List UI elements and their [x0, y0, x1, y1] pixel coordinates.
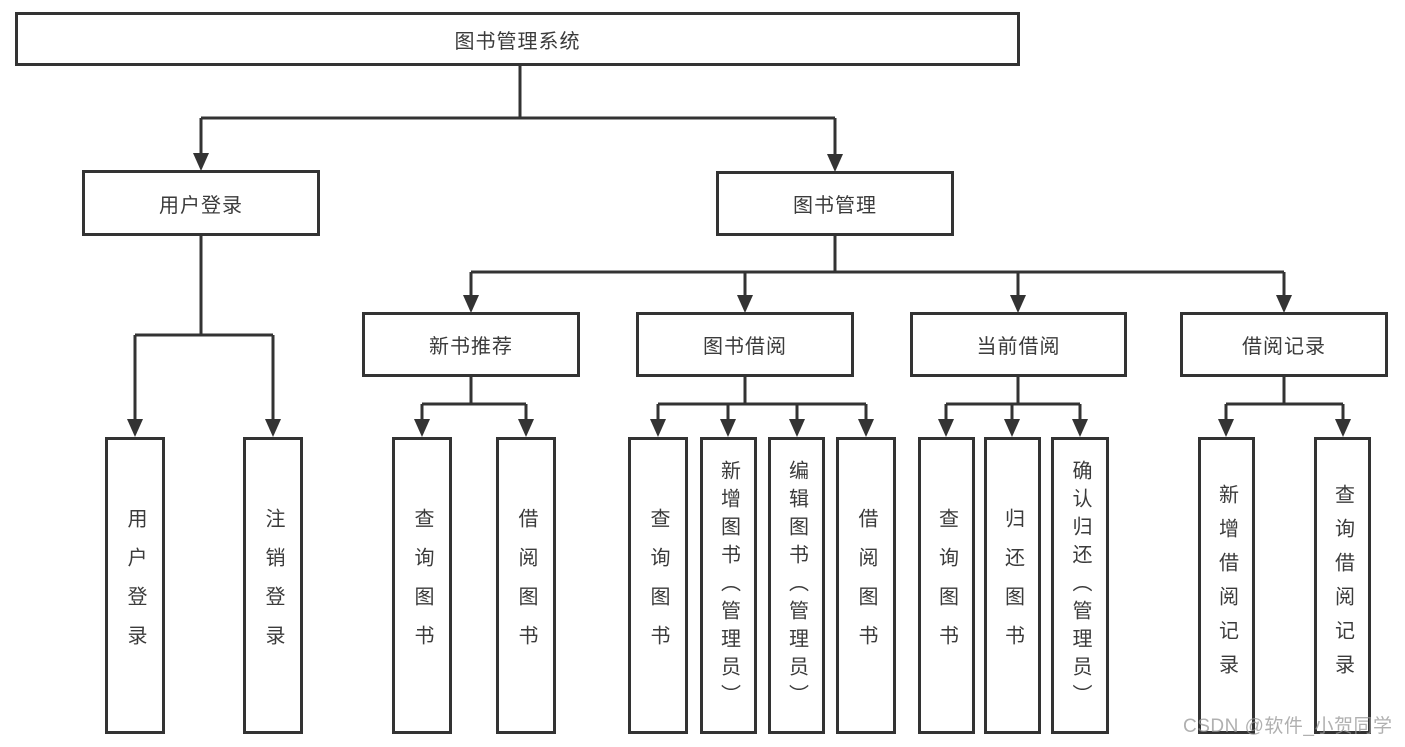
leaf-add-borrow-record: 新增借阅记录	[1198, 437, 1255, 734]
node-current-borrow: 当前借阅	[910, 312, 1127, 377]
node-label: 编辑图书（管理员）	[785, 459, 808, 712]
node-book-management: 图书管理	[716, 171, 954, 236]
node-label: 图书管理系统	[454, 30, 581, 53]
leaf-add-books-admin: 新增图书（管理员）	[700, 437, 757, 734]
arrowheads	[127, 153, 1351, 437]
node-label: 确认归还（管理员）	[1069, 459, 1091, 712]
node-label: 归还图书	[1001, 507, 1024, 664]
leaf-query-books-recommend: 查询图书	[392, 437, 452, 734]
leaf-borrow-books: 借阅图书	[836, 437, 896, 734]
node-book-borrow: 图书借阅	[636, 312, 854, 377]
node-label: 新增图书（管理员）	[717, 459, 740, 712]
node-new-book-recommend: 新书推荐	[362, 312, 580, 377]
node-label: 图书借阅	[703, 336, 787, 358]
node-label: 用户登录	[159, 194, 243, 217]
leaf-query-books-borrow: 查询图书	[628, 437, 688, 734]
node-label: 当前借阅	[976, 336, 1061, 358]
node-label: 用户登录	[124, 507, 146, 664]
leaf-query-borrow-record: 查询借阅记录	[1314, 437, 1371, 734]
node-label: 借阅记录	[1242, 336, 1326, 358]
leaf-confirm-return-admin: 确认归还（管理员）	[1051, 437, 1109, 734]
node-label: 图书管理	[793, 195, 877, 217]
node-label: 新书推荐	[429, 336, 513, 358]
node-label: 查询图书	[411, 507, 433, 664]
leaf-edit-books-admin: 编辑图书（管理员）	[768, 437, 825, 734]
csdn-watermark: CSDN @软件_小贺同学	[1183, 716, 1393, 737]
node-label: 查询图书	[647, 507, 669, 664]
leaf-query-books-current: 查询图书	[918, 437, 975, 734]
node-user-login: 用户登录	[82, 170, 320, 236]
node-root-system: 图书管理系统	[15, 12, 1020, 66]
leaf-logout: 注销登录	[243, 437, 303, 734]
node-borrow-records: 借阅记录	[1180, 312, 1388, 377]
leaf-return-books: 归还图书	[984, 437, 1041, 734]
node-label: 查询图书	[935, 507, 958, 664]
node-label: 查询借阅记录	[1331, 483, 1354, 688]
node-label: 借阅图书	[515, 507, 537, 664]
leaf-borrow-books-recommend: 借阅图书	[496, 437, 556, 734]
node-label: 新增借阅记录	[1215, 483, 1238, 688]
node-label: 借阅图书	[855, 507, 877, 664]
node-label: 注销登录	[262, 507, 284, 664]
leaf-user-login: 用户登录	[105, 437, 165, 734]
